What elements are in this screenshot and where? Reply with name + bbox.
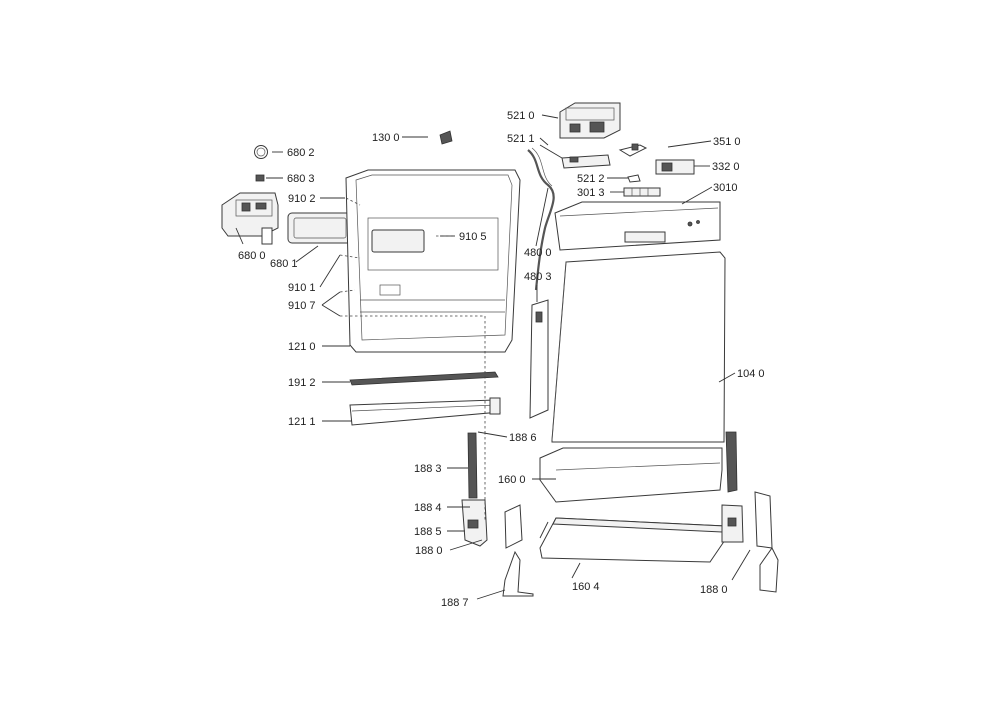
- callout-label: 191 2: [288, 377, 316, 389]
- right-hinge-part: [721, 504, 744, 543]
- callout-label: 160 4: [572, 581, 600, 593]
- callout-label: 521 2: [577, 173, 605, 185]
- switch-module-part: [655, 159, 695, 175]
- button-strip-part: [623, 187, 661, 197]
- callout-label: 521 0: [507, 110, 535, 122]
- callout-leader-lines: [235, 114, 751, 600]
- callout-labels: 130 0 680 2 680 3 910 2 680 0 680 1 910 …: [238, 110, 765, 609]
- callout-label: 188 6: [509, 432, 537, 444]
- callout-label: 188 5: [414, 526, 442, 538]
- callout-label: 188 3: [414, 463, 442, 475]
- callout-label: 104 0: [737, 368, 765, 380]
- callout-label: 121 1: [288, 416, 316, 428]
- left-foot-bracket-part: [502, 550, 534, 597]
- callout-label: 188 0: [700, 584, 728, 596]
- callout-label: 188 4: [414, 502, 442, 514]
- callout-label: 332 0: [712, 161, 740, 173]
- sensor-part: [618, 143, 648, 157]
- callout-label: 910 7: [288, 300, 316, 312]
- callout-label: 910 5: [459, 231, 487, 243]
- display-board-part: [561, 154, 611, 169]
- callout-label: 680 1: [270, 258, 298, 270]
- callout-label: 351 0: [713, 136, 741, 148]
- kickplate-lower-part: [539, 517, 726, 563]
- callout-label: 680 0: [238, 250, 266, 262]
- inner-door-panel-part: [345, 130, 521, 353]
- control-panel-part: [554, 201, 721, 251]
- kickplate-upper-part: [539, 447, 723, 503]
- callout-label: 680 3: [287, 173, 315, 185]
- dispenser-assembly-part: [221, 192, 279, 245]
- callout-label: 121 0: [288, 341, 316, 353]
- callout-label: 130 0: [372, 132, 400, 144]
- right-spring-part: [725, 431, 738, 493]
- right-hinge-bracket-part: [754, 491, 773, 549]
- right-foot-bracket-part: [759, 547, 779, 593]
- main-control-board-part: [559, 102, 621, 139]
- door-seal-strip-part: [349, 371, 499, 386]
- outer-door-panel-part: [551, 251, 726, 443]
- callout-label: 301 3: [577, 187, 605, 199]
- wiring-harness-part: [527, 147, 555, 291]
- callout-label: 910 2: [288, 193, 316, 205]
- door-lower-trim-part: [349, 397, 501, 426]
- left-hinge-bracket-part: [504, 504, 523, 549]
- callout-label: 680 2: [287, 147, 315, 159]
- callout-label: 480 3: [524, 271, 552, 283]
- callout-label: 480 0: [524, 247, 552, 259]
- left-spring-part: [467, 432, 478, 499]
- door-window-gasket-part: [287, 212, 353, 244]
- seal-ring-part: [254, 145, 268, 159]
- callout-label: 910 1: [288, 282, 316, 294]
- small-clip-part: [255, 174, 265, 182]
- left-hinge-part: [461, 499, 488, 547]
- side-trim-part: [529, 299, 549, 419]
- callout-label: 3010: [713, 182, 737, 194]
- callout-label: 188 7: [441, 597, 469, 609]
- callout-label: 188 0: [415, 545, 443, 557]
- callout-label: 160 0: [498, 474, 526, 486]
- callout-label: 521 1: [507, 133, 535, 145]
- small-connector-part: [627, 174, 641, 183]
